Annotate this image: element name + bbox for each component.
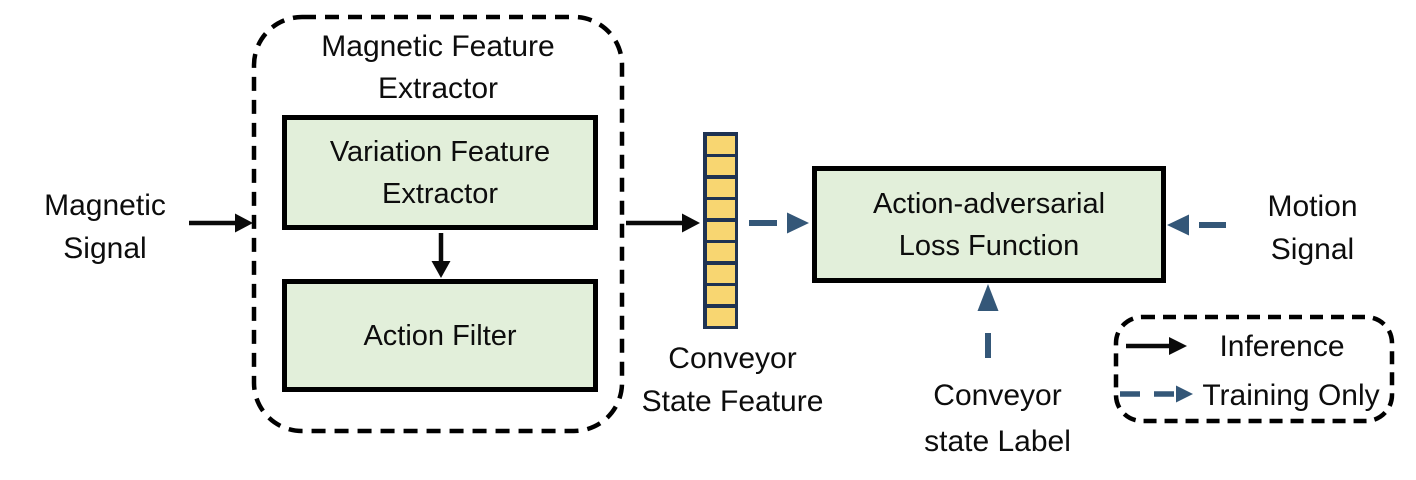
legend-box-border: [1113, 314, 1395, 424]
magnetic-feature-extractor-group-border: [251, 14, 625, 434]
legend-inference-arrow: [1126, 337, 1187, 355]
conveyor-state-feature-label: Conveyor State Feature: [615, 337, 850, 423]
action-adversarial-loss-block: Action-adversarial Loss Function: [812, 166, 1166, 283]
feature-vector-cell: [706, 307, 735, 326]
action-filter-label: Action Filter: [363, 319, 517, 352]
feature-vector-cell: [706, 157, 735, 175]
feature-vector-cell: [706, 243, 735, 261]
csl-line1: Conveyor: [933, 379, 1062, 412]
vfe-label-line1: Variation Feature: [329, 135, 551, 168]
variation-feature-extractor-block: Variation Feature Extractor: [282, 115, 598, 230]
feature-vector-cell: [706, 135, 735, 154]
loss-label-line1: Action-adversarial: [872, 187, 1106, 220]
csf-line2: State Feature: [641, 385, 824, 418]
legend-training-only-label: Training Only: [1202, 379, 1380, 412]
magnetic-signal-label: Magnetic Signal: [20, 184, 190, 270]
arrow-vfe-to-action-filter: [431, 233, 451, 278]
vfe-label-line2: Extractor: [381, 177, 499, 210]
feature-vector-cell: [706, 286, 735, 304]
feature-vector-cell: [706, 200, 735, 218]
magnetic-signal-line1: Magnetic: [44, 189, 166, 222]
action-filter-block: Action Filter: [282, 279, 598, 392]
feature-vector-cell: [706, 221, 735, 240]
group-title-line2: Extractor: [377, 72, 499, 105]
legend-training-arrow: [1120, 385, 1193, 403]
legend-inference-label: Inference: [1219, 330, 1345, 363]
conveyor-state-label-label: Conveyor state Label: [890, 373, 1105, 465]
csf-line1: Conveyor: [668, 342, 797, 375]
arrow-magnetic-signal-to-extractor: [189, 213, 253, 233]
training-arrow-motion-signal-to-loss: [1167, 214, 1226, 236]
csl-line2: state Label: [924, 425, 1071, 458]
arrow-extractor-to-feature-vector: [626, 213, 700, 233]
group-title-line1: Magnetic Feature: [321, 30, 555, 63]
motion-signal-line2: Signal: [1270, 233, 1355, 266]
loss-label-line2: Loss Function: [898, 229, 1080, 262]
training-arrow-feature-vector-to-loss: [749, 212, 809, 234]
magnetic-feature-extractor-group-title: Magnetic Feature Extractor: [256, 26, 620, 110]
motion-signal-line1: Motion: [1267, 190, 1358, 223]
conveyor-state-feature-vector: [703, 132, 738, 329]
magnetic-signal-line2: Signal: [63, 232, 147, 265]
feature-vector-cell: [706, 178, 735, 197]
motion-signal-label: Motion Signal: [1235, 185, 1390, 271]
feature-vector-cell: [706, 264, 735, 283]
training-arrow-state-label-to-loss: [977, 284, 999, 358]
